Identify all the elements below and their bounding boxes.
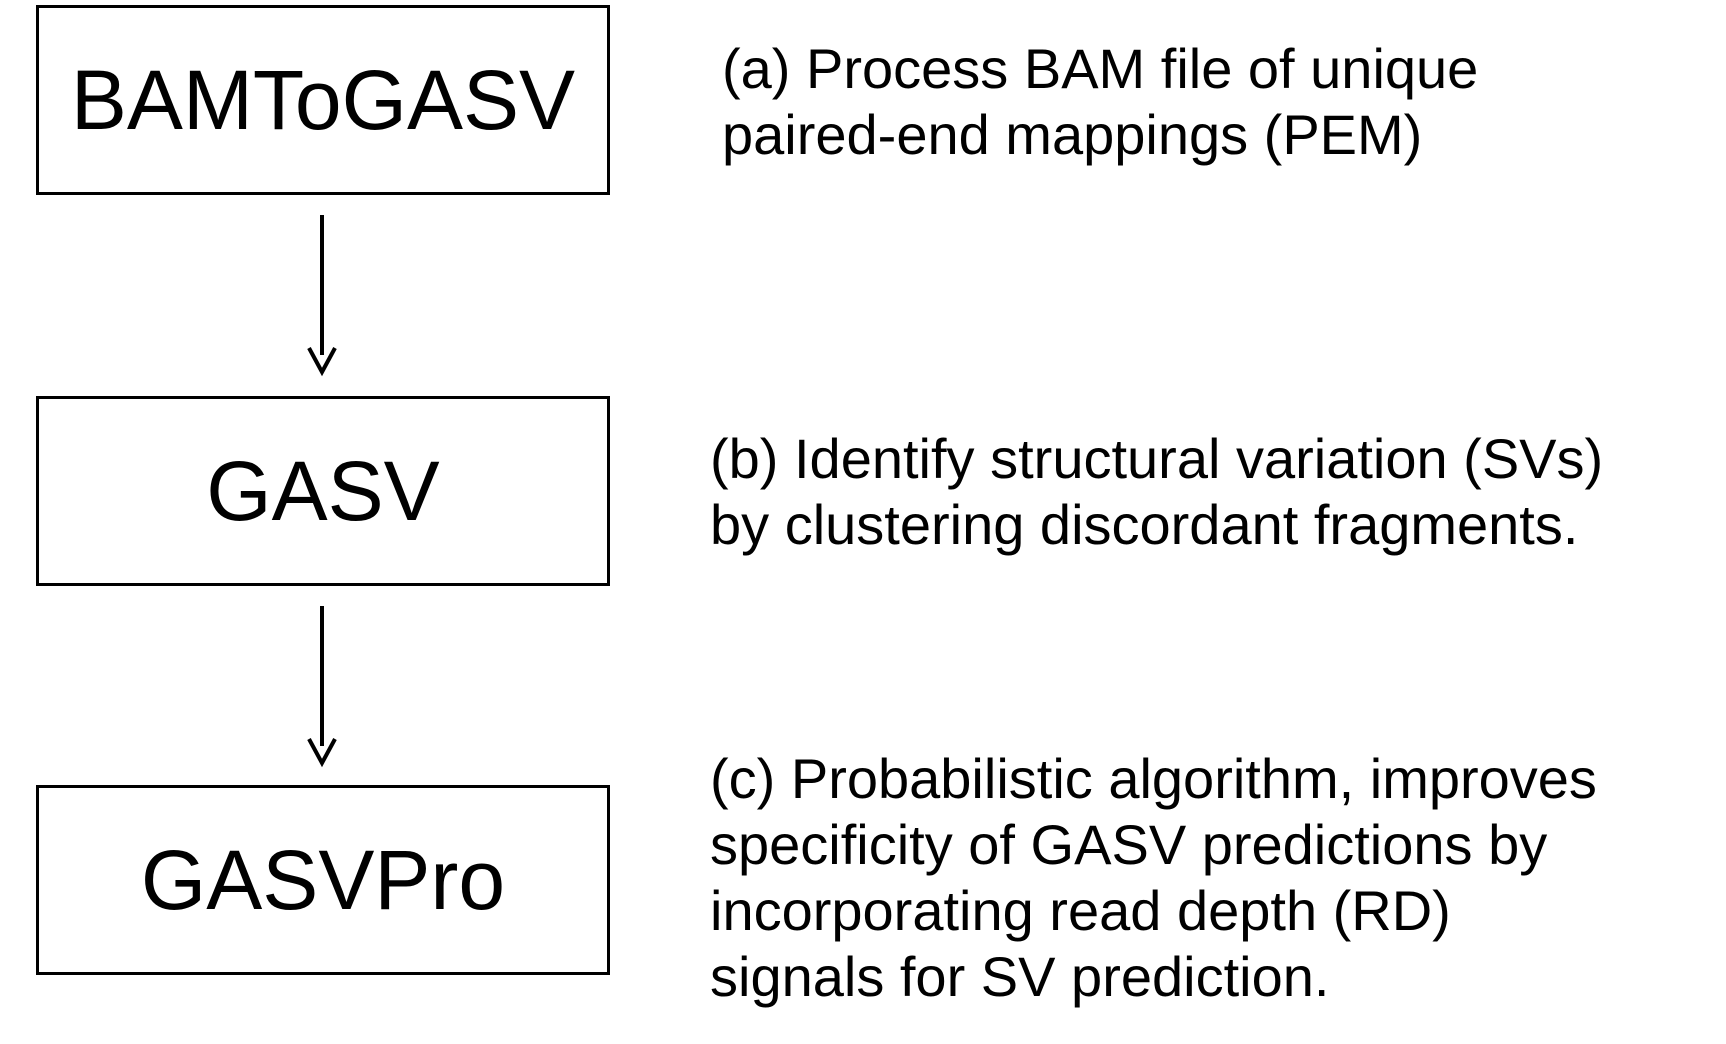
gasvpro-box: GASVPro <box>36 785 610 975</box>
bamtogasv-label: BAMToGASV <box>70 53 576 147</box>
description-line: paired-end mappings (PEM) <box>722 103 1423 166</box>
arrow-bamtogasv-to-gasv <box>307 215 337 377</box>
gasv-box: GASV <box>36 396 610 586</box>
gasv-description: (b) Identify structural variation (SVs) … <box>710 426 1603 558</box>
description-line: incorporating read depth (RD) <box>710 879 1451 942</box>
description-line: by clustering discordant fragments. <box>710 493 1579 556</box>
gasv-label: GASV <box>206 444 440 538</box>
bamtogasv-description: (a) Process BAM file of unique paired-en… <box>722 36 1478 168</box>
arrow-gasv-to-gasvpro <box>307 606 337 768</box>
gasvpro-description: (c) Probabilistic algorithm, improves sp… <box>710 746 1597 1010</box>
gasvpro-label: GASVPro <box>140 833 506 927</box>
description-line: (b) Identify structural variation (SVs) <box>710 427 1604 490</box>
bamtogasv-box: BAMToGASV <box>36 5 610 195</box>
description-line: (a) Process BAM file of unique <box>722 37 1479 100</box>
description-line: specificity of GASV predictions by <box>710 813 1548 876</box>
description-line: (c) Probabilistic algorithm, improves <box>710 747 1597 810</box>
description-line: signals for SV prediction. <box>710 945 1330 1008</box>
